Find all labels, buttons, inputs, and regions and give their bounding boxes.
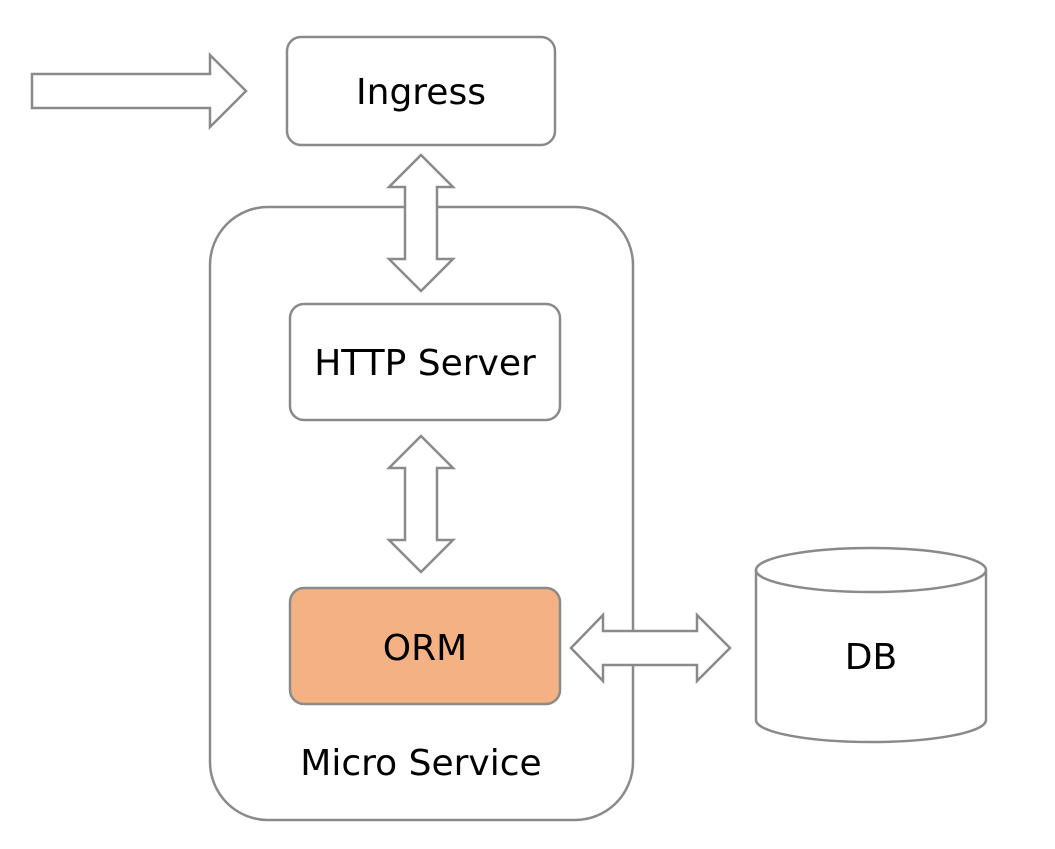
http-server-box <box>288 302 562 422</box>
ingress-http-arrow <box>385 153 457 293</box>
db-cylinder-body <box>754 570 988 744</box>
db-node: DB <box>754 546 988 744</box>
http-server-label: HTTP Server <box>314 343 536 384</box>
orm-box <box>288 586 562 706</box>
orm-db-arrow <box>569 611 732 685</box>
ingress-box <box>285 35 557 147</box>
http-orm-arrow <box>385 434 457 574</box>
ingress-label: Ingress <box>356 72 486 113</box>
db-cylinder-top <box>754 546 988 594</box>
orm-node: ORM <box>288 586 562 706</box>
micro-service-label: Micro Service <box>300 743 541 784</box>
ingress-node: Ingress <box>285 35 557 147</box>
orm-label: ORM <box>383 628 467 669</box>
db-label: DB <box>845 637 897 678</box>
http-server-node: HTTP Server <box>288 302 562 422</box>
incoming-arrow <box>30 51 248 131</box>
